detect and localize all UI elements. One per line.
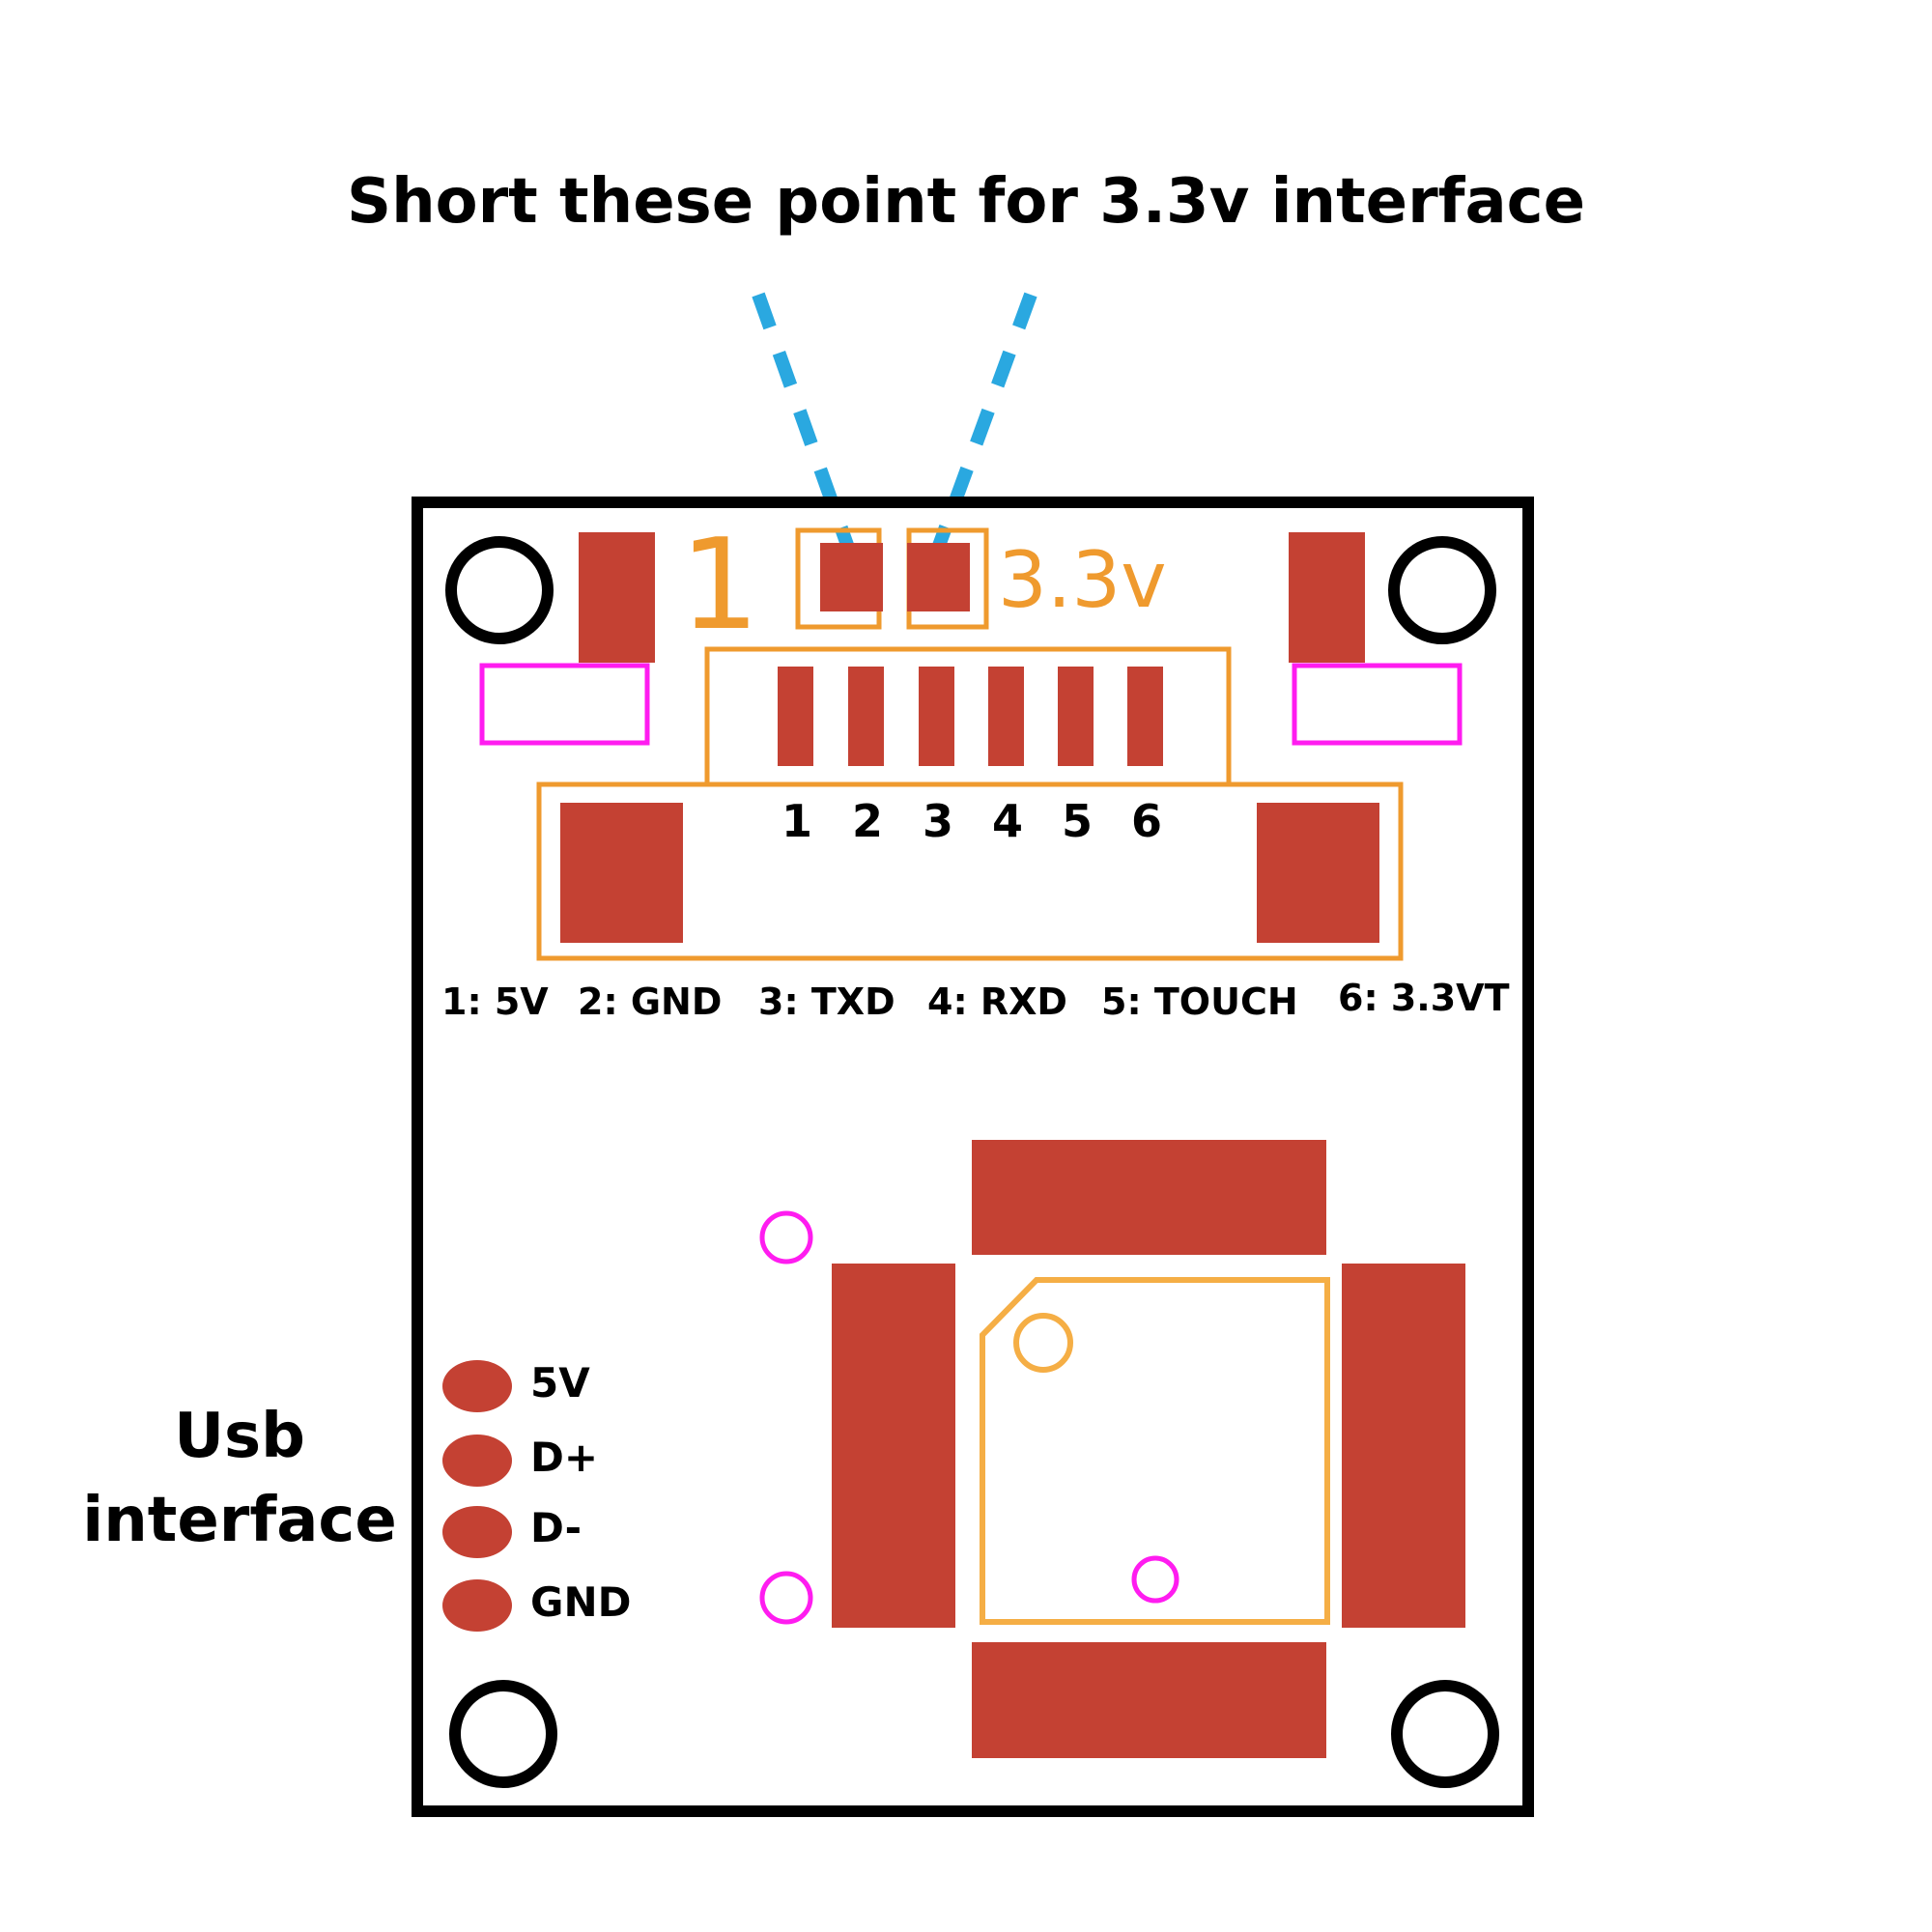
- usb-pad-label: D+: [530, 1434, 598, 1481]
- keepout-left: [479, 663, 650, 746]
- connector-pins: [778, 667, 1163, 766]
- usb-pad-5v: [442, 1360, 512, 1412]
- solder-jumper: [795, 527, 989, 630]
- connector-pin-2: [848, 667, 884, 766]
- pin-legend-item: 4: RXD: [927, 980, 1067, 1023]
- mounting-hole-top-right: [1388, 536, 1496, 644]
- diagram-title: Short these point for 3.3v interface: [347, 166, 1585, 238]
- mounting-hole-top-left: [445, 536, 554, 644]
- ic-package-outline: [980, 1277, 1330, 1625]
- usb-pad-label: GND: [530, 1578, 632, 1626]
- ic-pad-bottom: [972, 1642, 1326, 1758]
- connector-pin-1: [778, 667, 813, 766]
- pin-legend-item: 2: GND: [578, 980, 722, 1023]
- usb-pad-gnd: [442, 1579, 512, 1632]
- pin-number: 4: [992, 795, 1023, 847]
- ic-pad-left: [832, 1264, 955, 1628]
- pin-legend-item: 3: TXD: [758, 980, 895, 1023]
- usb-title-line1: Usb: [174, 1401, 305, 1472]
- via-bottom-center: [1131, 1555, 1179, 1604]
- usb-pad-label: 5V: [530, 1359, 590, 1406]
- usb-pads: [442, 1360, 512, 1632]
- pin-number: 1: [781, 795, 812, 847]
- pin-legend-item: 6: 3.3VT: [1338, 977, 1510, 1019]
- pin-legend: 1: 5V 2: GND 3: TXD 4: RXD 5: TOUCH 6: 3…: [441, 977, 1510, 1023]
- usb-pad-labels: 5V D+ D- GND: [530, 1359, 632, 1626]
- ic-footprint-pads: [832, 1140, 1465, 1758]
- pin-number: 6: [1131, 795, 1162, 847]
- pin-number: 5: [1062, 795, 1093, 847]
- connector-pin-3: [919, 667, 954, 766]
- ic-pad-top: [972, 1140, 1326, 1255]
- ic-pin-one-marker: [1013, 1313, 1073, 1373]
- pin-number: 2: [852, 795, 883, 847]
- connector-pin-5: [1058, 667, 1094, 766]
- ic-pad-right: [1342, 1264, 1465, 1628]
- jumper-voltage-label: 3.3v: [998, 535, 1167, 625]
- usb-pad-d-minus: [442, 1506, 512, 1558]
- connector-outline-lower: [536, 781, 1404, 961]
- jumper-pad-right: [907, 543, 970, 611]
- via-bottom-left: [759, 1571, 813, 1625]
- mounting-hole-bottom-right: [1391, 1680, 1499, 1788]
- connector-anchor-right: [1257, 803, 1379, 943]
- mounting-hole-bottom-left: [449, 1680, 557, 1788]
- usb-pad-d-plus: [442, 1435, 512, 1487]
- via-top-left: [759, 1210, 813, 1264]
- pin-numbers: 1 2 3 4 5 6: [781, 795, 1162, 847]
- top-left-pad: [579, 532, 655, 663]
- top-right-pad: [1289, 532, 1365, 663]
- pin-legend-item: 1: 5V: [441, 980, 549, 1023]
- jumper-pin-one-marker: 1: [680, 511, 760, 658]
- keepout-right: [1292, 663, 1463, 746]
- jumper-pad-left: [820, 543, 883, 611]
- vias: [759, 1210, 1179, 1625]
- board-outline: [412, 497, 1534, 1817]
- usb-title-line2: interface: [82, 1485, 396, 1556]
- mounting-holes: [445, 536, 1499, 1788]
- usb-pad-label: D-: [530, 1504, 582, 1551]
- pin-number: 3: [923, 795, 953, 847]
- connector-pin-6: [1127, 667, 1163, 766]
- connector-anchor-left: [560, 803, 683, 943]
- connector-pin-4: [988, 667, 1024, 766]
- pin-legend-item: 5: TOUCH: [1101, 980, 1298, 1023]
